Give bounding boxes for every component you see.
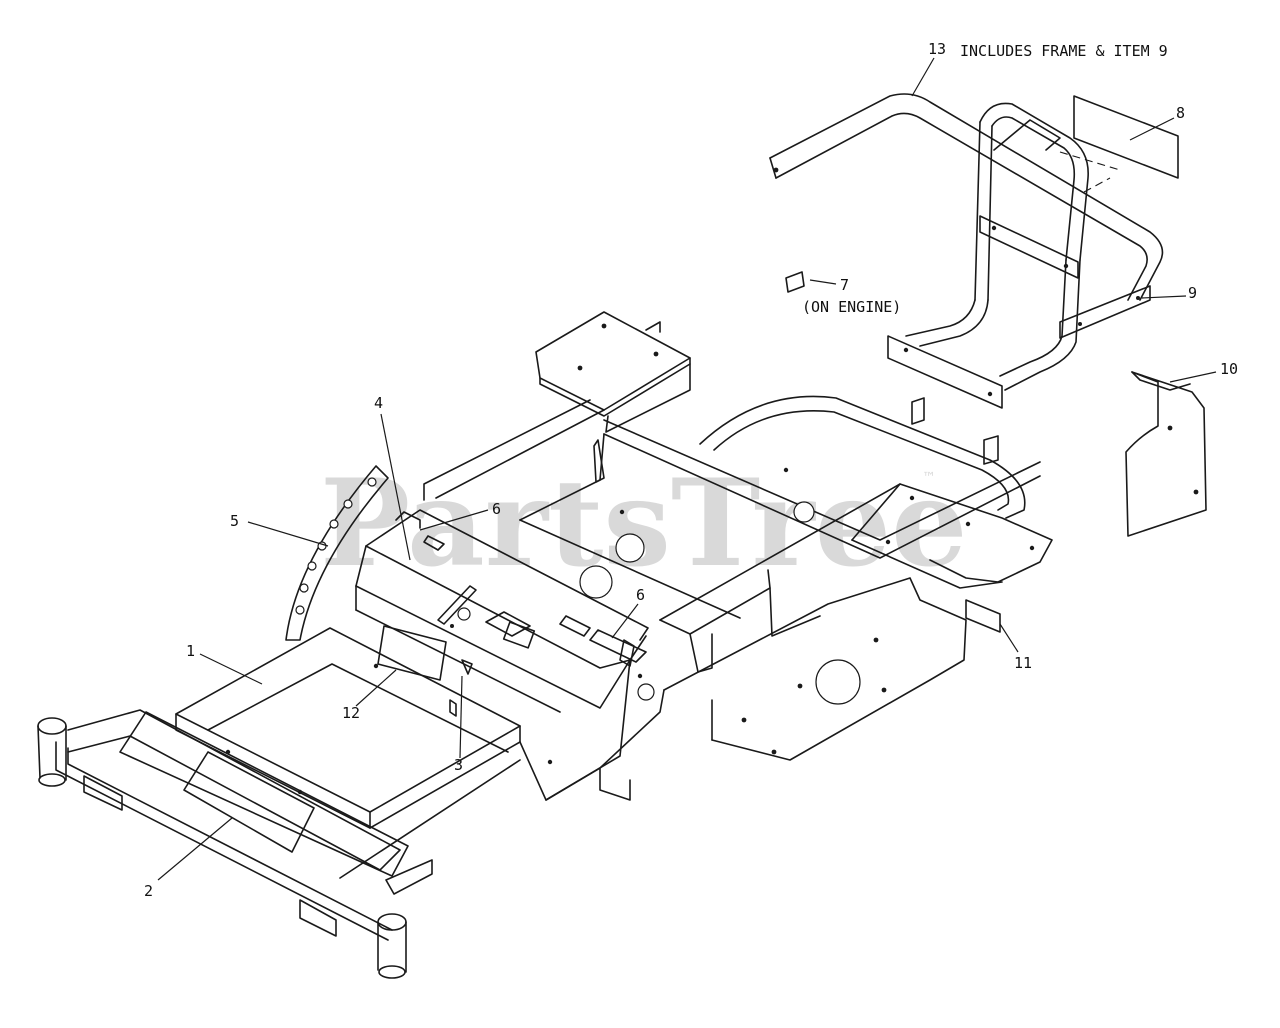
watermark-text: PartsTree (320, 453, 967, 594)
part-13-rops-frame (769, 93, 1164, 409)
watermark: PartsTree ™ (320, 453, 967, 594)
callout-5: 5 (230, 512, 239, 530)
callout-8: 8 (1176, 104, 1185, 122)
part-10-shield (1125, 371, 1207, 537)
callout-4: 4 (374, 394, 383, 412)
callout-10: 10 (1220, 360, 1238, 378)
callout-labels: 1 2 3 4 5 6 6 7 (ON ENGINE) 8 9 10 11 12… (144, 40, 1238, 900)
callout-12: 12 (342, 704, 360, 722)
watermark-trademark: ™ (922, 470, 936, 486)
part-7-decal (785, 271, 805, 293)
callout-6-upper: 6 (492, 500, 501, 518)
callout-7-note: (ON ENGINE) (802, 298, 901, 316)
callout-7: 7 (840, 276, 849, 294)
callout-2: 2 (144, 882, 153, 900)
callout-3: 3 (454, 756, 463, 774)
callout-1: 1 (186, 642, 195, 660)
callout-6-lower: 6 (636, 586, 645, 604)
callout-13: 13 (928, 40, 946, 58)
part-8-decal (1059, 95, 1179, 193)
callout-11: 11 (1014, 654, 1032, 672)
callout-13-note: INCLUDES FRAME & ITEM 9 (960, 42, 1168, 60)
callout-9: 9 (1188, 284, 1197, 302)
chassis-frame (37, 311, 1053, 979)
leader-lines (157, 57, 1217, 881)
